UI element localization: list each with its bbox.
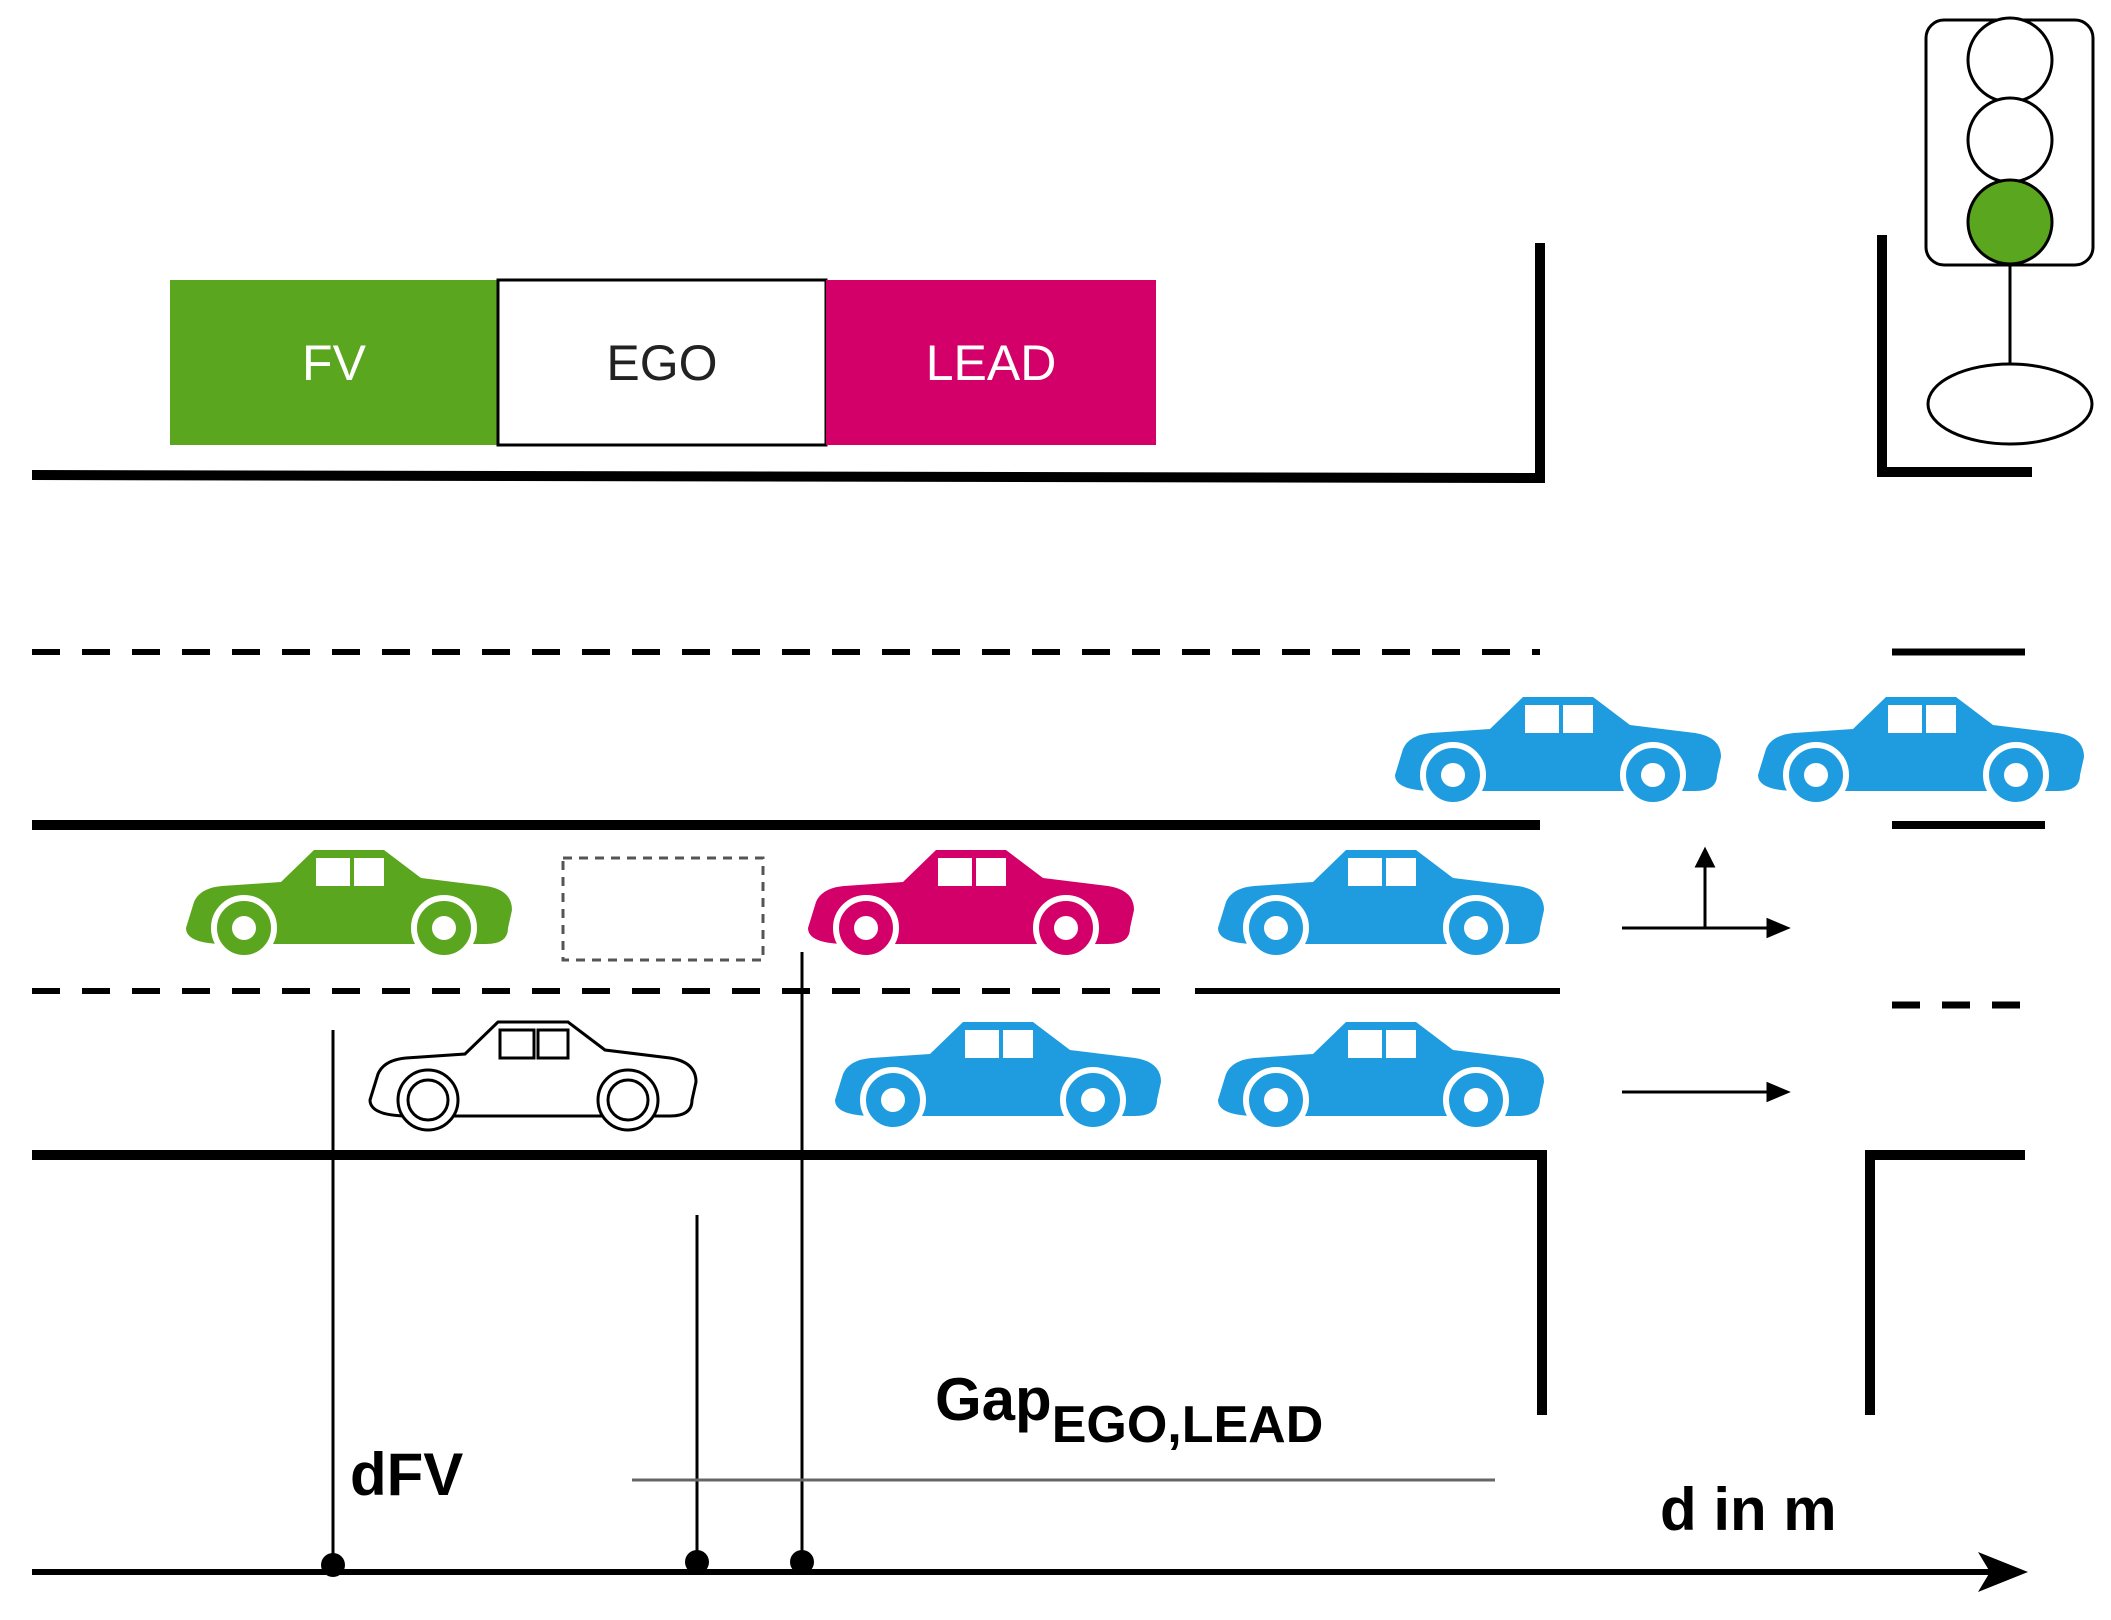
road xyxy=(31,235,2045,1415)
traffic-car-mid xyxy=(1218,850,1544,961)
legend-lead-label: LEAD xyxy=(926,335,1057,391)
legend-fv-swatch xyxy=(170,280,498,445)
traffic-car-lower-2 xyxy=(1218,1022,1544,1133)
ego-point xyxy=(685,1550,709,1574)
road-top-edge xyxy=(31,243,1545,484)
distance-axis xyxy=(32,1550,2028,1592)
traffic-car-upper-2 xyxy=(1758,697,2084,808)
dfv-point xyxy=(321,1553,345,1577)
road-bottom-edge-right xyxy=(1865,1150,2025,1415)
gap-label-subscript: EGO,LEAD xyxy=(1052,1396,1324,1454)
axis-label: d in m xyxy=(1660,1476,1837,1543)
legend-lead-swatch xyxy=(826,280,1156,445)
legend-ego-label: EGO xyxy=(606,335,717,391)
gap-label: GapEGO,LEAD xyxy=(935,1366,1323,1454)
signal-top xyxy=(1966,16,2054,104)
traffic-light xyxy=(1924,16,2095,446)
gap-label-main: Gap xyxy=(935,1366,1052,1433)
axis-arrowhead xyxy=(1978,1552,2028,1592)
road-bottom-edge xyxy=(32,1150,1547,1415)
traffic-car-lower-1 xyxy=(835,1022,1161,1133)
legend-fv-label: FV xyxy=(302,335,367,391)
fv-car xyxy=(186,850,512,961)
ego-target-slot xyxy=(561,856,765,962)
road-top-edge-right xyxy=(1877,235,2032,477)
ego-car xyxy=(368,1020,698,1132)
traffic-car-upper-1 xyxy=(1395,697,1721,808)
legend: FV EGO LEAD xyxy=(170,278,1156,447)
lane-arrow-straight xyxy=(1622,1081,1791,1103)
distance-markers xyxy=(331,952,1495,1562)
legend-ego-swatch xyxy=(496,278,828,447)
dfv-label: dFV xyxy=(350,1441,463,1508)
traffic-light-base xyxy=(1926,362,2094,446)
lead-car xyxy=(808,850,1134,961)
signal-middle xyxy=(1966,96,2054,184)
lead-point xyxy=(790,1550,814,1574)
signal-bottom-green xyxy=(1966,178,2054,266)
lane-arrow-straight-left xyxy=(1622,846,1791,939)
